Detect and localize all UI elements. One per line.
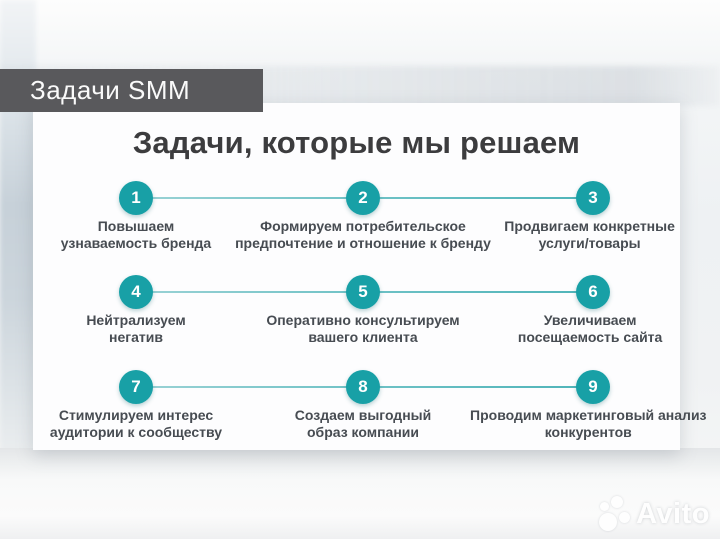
step-2-label-line2: предпочтение и отношение к бренду <box>235 235 491 251</box>
slide-card: Задачи, которые мы решаем 1 Повышаем узн… <box>33 103 707 450</box>
step-6-number: 6 <box>588 282 598 301</box>
step-5-label: Оперативно консультируем вашего клиента <box>266 312 459 346</box>
step-4-label: Нейтрализуем негатив <box>86 312 185 346</box>
step-8-label-line2: образ компании <box>306 424 420 440</box>
step-9-label-line1: Проводим маркетинговый анализ <box>470 407 707 423</box>
step-1-circle: 1 <box>119 181 153 215</box>
avito-watermark-text: Avito <box>636 497 710 530</box>
step-9-circle: 9 <box>576 370 610 404</box>
step-3-label: Продвигаем конкретные услуги/товары <box>504 218 675 252</box>
step-7-label: Стимулируем интерес аудитории к сообщест… <box>50 407 222 441</box>
step-5-circle: 5 <box>346 275 380 309</box>
step-4-circle: 4 <box>119 275 153 309</box>
step-3-number: 3 <box>588 188 598 207</box>
step-8-circle: 8 <box>346 370 380 404</box>
corner-tag: Задачи SMM <box>0 69 263 112</box>
step-7-circle: 7 <box>119 370 153 404</box>
step-1-label: Повышаем узнаваемость бренда <box>61 218 211 252</box>
step-1-label-line1: Повышаем <box>97 218 175 234</box>
step-6-label-line2: посещаемость сайта <box>517 329 663 345</box>
step-3-label-line1: Продвигаем конкретные <box>504 218 675 234</box>
step-6-circle: 6 <box>576 275 610 309</box>
step-5-label-line2: вашего клиента <box>308 329 418 345</box>
step-4-label-line1: Нейтрализуем <box>86 312 186 328</box>
step-2-circle: 2 <box>346 181 380 215</box>
step-8-label-line1: Создаем выгодный <box>294 407 432 423</box>
step-6-label: Увеличиваем посещаемость сайта <box>518 312 662 346</box>
step-4-label-line2: негатив <box>109 329 163 345</box>
step-7-label-line1: Стимулируем интерес <box>58 407 214 423</box>
step-4-number: 4 <box>131 282 141 301</box>
step-2-number: 2 <box>358 188 368 207</box>
step-2-label-line1: Формируем потребительское <box>260 218 466 234</box>
step-3-label-line2: услуги/товары <box>538 235 641 251</box>
slide-title: Задачи, которые мы решаем <box>132 125 581 160</box>
avito-watermark: Avito <box>599 496 710 532</box>
avito-logo-icon <box>599 496 631 532</box>
step-1-label-line2: узнаваемость бренда <box>60 235 212 251</box>
step-2-label: Формируем потребительское предпочтение и… <box>235 218 491 252</box>
step-5-number: 5 <box>358 282 368 301</box>
step-6-label-line1: Увеличиваем <box>543 312 637 328</box>
step-8-label: Создаем выгодный образ компании <box>295 407 431 441</box>
step-9-label: Проводим маркетинговый анализ конкуренто… <box>470 407 706 441</box>
step-9-label-line2: конкурентов <box>544 424 632 440</box>
corner-tag-label: Задачи SMM <box>30 75 191 105</box>
step-1-number: 1 <box>131 188 141 207</box>
step-7-number: 7 <box>131 377 141 396</box>
step-7-label-line2: аудитории к сообществу <box>49 424 223 440</box>
step-5-label-line1: Оперативно консультируем <box>266 312 460 328</box>
step-3-circle: 3 <box>576 181 610 215</box>
step-9-number: 9 <box>588 377 598 396</box>
step-8-number: 8 <box>358 377 368 396</box>
